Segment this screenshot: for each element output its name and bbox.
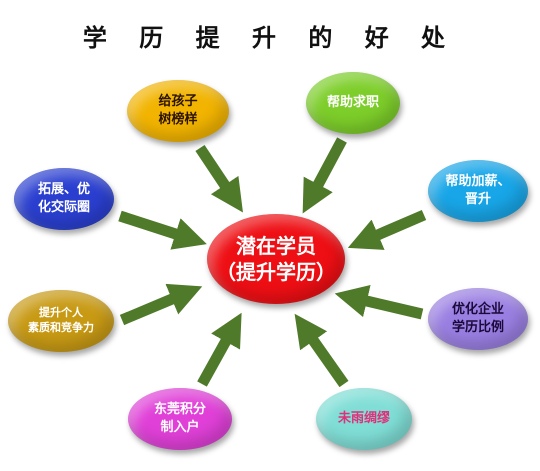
bubble-personal-quality: 提升个人 素质和竞争力 [8,290,114,352]
center-label-line1: 潜在学员 [236,234,316,258]
bubble-label-line2: 化交际圈 [37,200,90,215]
bubble-role-model: 给孩子 树榜样 [127,80,229,142]
bubble-label-line2: 树榜样 [158,112,198,127]
bubble-label-line1: 东莞积分 [153,402,206,418]
arrow-from-role-model [195,144,243,213]
bubble-social-circle: 拓展、优 化交际圈 [14,168,114,230]
arrow-from-social-circle [118,210,207,250]
bubble-label-line1: 未雨绸缪 [337,411,390,427]
bubble-label-line1: 帮助加薪、 [445,174,511,190]
bubble-label-line1: 帮助求职 [326,95,379,111]
arrow-from-dongguan-points [197,312,242,387]
bubble-label-line2: 学历比例 [451,320,504,335]
center-label-line2: （提升学历） [216,260,336,284]
bubble-promotion: 帮助加薪、 晋升 [428,160,528,222]
bubble-label-line2: 素质和竞争力 [28,321,94,334]
arrow-from-enterprise-ratio [334,284,424,320]
arrow-from-personal-quality [119,283,203,326]
bubble-job-search: 帮助求职 [306,72,400,134]
bubble-label-line1: 拓展、优 [37,182,90,198]
bubble-label-line1: 优化企业 [451,302,504,318]
bubble-label-line2: 制入户 [160,420,200,435]
diagram-title: 学 历 提 升 的 好 处 [82,23,458,52]
bubble-enterprise-ratio: 优化企业 学历比例 [428,288,528,350]
bubble-label-line2: 晋升 [464,192,491,207]
arrow-from-prepare-ahead [294,313,349,388]
bubble-label-line1: 给孩子 [158,94,198,110]
arrow-from-job-search [302,137,347,214]
center-bubble-potential-student: 潜在学员 （提升学历） [207,214,345,304]
arrow-from-promotion [347,209,427,250]
bubble-prepare-ahead: 未雨绸缪 [316,388,412,450]
bubble-dongguan-points: 东莞积分 制入户 [128,388,232,450]
bubble-label-line1: 提升个人 [39,306,83,320]
